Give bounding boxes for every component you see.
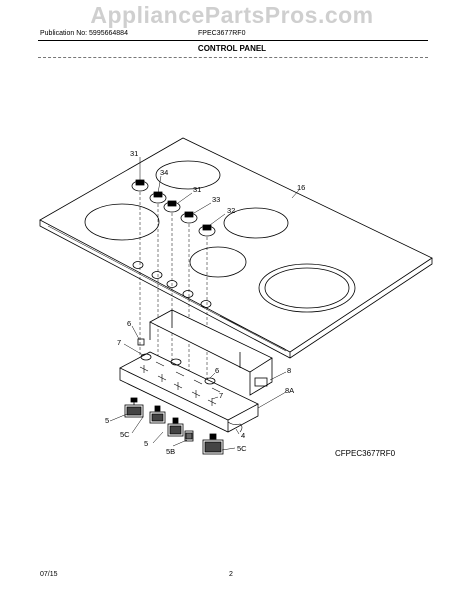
footer-date: 07/15 (40, 571, 58, 578)
diagram-id-label: CFPEC3677RF0 (335, 449, 396, 458)
callout-4: 4 (241, 431, 245, 440)
callout-34: 34 (160, 168, 168, 177)
callout-6a: 6 (127, 319, 131, 328)
callout-5a: 5 (105, 416, 109, 425)
element-rear-right (223, 207, 289, 239)
knob-2 (149, 191, 167, 204)
alignment-lines (139, 192, 208, 400)
header-rule (38, 40, 428, 41)
callout-31b: 31 (193, 185, 201, 194)
cooktop-elements (84, 160, 356, 313)
clip-6 (137, 338, 145, 346)
model-number: FPEC3677RF0 (198, 30, 246, 37)
knob-3 (163, 200, 181, 213)
callout-8a: 8A (285, 386, 294, 395)
callout-8: 8 (287, 366, 291, 375)
knob-1 (131, 179, 149, 192)
wire-harness (227, 421, 243, 433)
switch-5-a (149, 405, 166, 424)
cooktop-glass (39, 137, 433, 359)
callout-5b: 5B (166, 447, 175, 456)
switch-5c-right (202, 433, 224, 455)
callout-6b: 6 (215, 366, 219, 375)
knob-4 (180, 211, 198, 224)
callout-32: 32 (227, 206, 235, 215)
switch-5c-left (124, 397, 144, 418)
callout-labels: 31 34 31 33 32 16 6 7 6 7 8 8A 5 5C 5 5B… (105, 149, 305, 456)
dashed-separator (38, 57, 428, 58)
infinite-switches (124, 397, 224, 455)
callout-7b: 7 (219, 391, 223, 400)
element-front-left (84, 203, 160, 241)
mounting-plate (119, 351, 259, 433)
element-front-right-outer (258, 263, 356, 313)
control-bracket (149, 309, 273, 396)
watermark-logo: AppliancePartsPros.com (90, 2, 374, 28)
element-front-right-inner (264, 267, 350, 309)
callout-16: 16 (297, 183, 305, 192)
leader-lines (109, 157, 300, 451)
switch-5b (184, 430, 194, 442)
element-rear-left (155, 160, 221, 190)
section-title: CONTROL PANEL (197, 44, 267, 53)
callout-7a: 7 (117, 338, 121, 347)
callout-5b-switch: 5 (144, 439, 148, 448)
callout-31a: 31 (130, 149, 138, 158)
callout-33: 33 (212, 195, 220, 204)
callout-5c-left: 5C (120, 430, 130, 439)
element-center (189, 246, 247, 278)
page-number: 2 (229, 571, 233, 578)
callout-5c-right: 5C (237, 444, 247, 453)
publication-number: Publication No: 5995664884 (40, 30, 128, 37)
knob-5 (198, 224, 216, 237)
switch-5-b (167, 417, 184, 437)
control-knobs (131, 179, 216, 237)
